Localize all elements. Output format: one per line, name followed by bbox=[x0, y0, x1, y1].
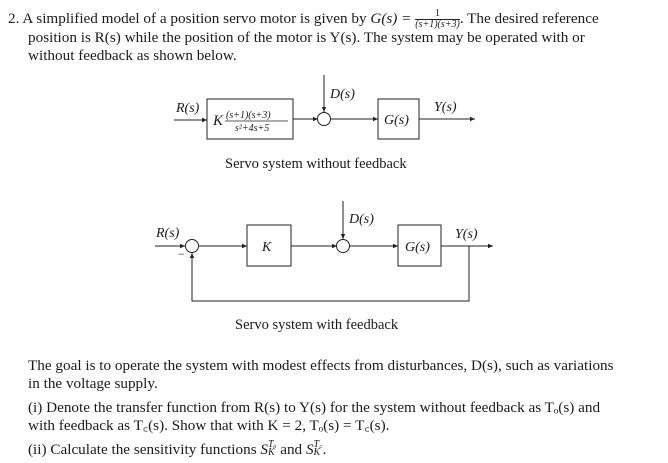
problem-intro-line1: 2. A simplified model of a position serv… bbox=[8, 9, 599, 30]
part-ii-line: (ii) Calculate the sensitivity functions… bbox=[28, 438, 327, 459]
cl-input-label: R(s) bbox=[155, 226, 180, 241]
sensitivity-open-sup: Tₒ bbox=[268, 438, 277, 450]
ol-plant-label: G(s) bbox=[384, 113, 409, 128]
problem-intro-line3: without feedback as shown below. bbox=[28, 47, 237, 64]
g-label: G(s) = bbox=[370, 10, 416, 27]
problem-number: 2. bbox=[8, 10, 20, 27]
sensitivity-open-symbol: S bbox=[260, 441, 268, 458]
sensitivity-closed-symbol: S bbox=[305, 441, 314, 458]
cl-minus-sign: − bbox=[178, 247, 185, 261]
goal-line2: in the voltage supply. bbox=[28, 375, 158, 392]
problem-intro-line2: position is R(s) while the position of t… bbox=[28, 29, 585, 46]
part-ii-text: (ii) Calculate the sensitivity functions bbox=[28, 441, 261, 458]
cl-controller-block bbox=[246, 224, 292, 267]
intro-text-a: A simplified model of a position servo m… bbox=[22, 10, 371, 27]
cl-output-label: Y(s) bbox=[455, 227, 478, 242]
sensitivity-open-sub: K bbox=[268, 446, 275, 458]
cl-summing-junction bbox=[336, 239, 350, 253]
sensitivity-closed-sub: K bbox=[313, 446, 321, 458]
cl-caption: Servo system with feedback bbox=[235, 317, 399, 333]
g-fraction: 1(s+1)(s+3) bbox=[415, 9, 460, 30]
ol-controller-gain: K bbox=[212, 113, 224, 129]
part-i-line2: with feedback as T꜀(s). Show that with K… bbox=[28, 417, 390, 434]
ol-plant-block bbox=[377, 98, 420, 140]
ol-input-label: R(s) bbox=[175, 101, 200, 116]
part-ii-end: . bbox=[322, 441, 327, 458]
intro-text-b: . The desired reference bbox=[459, 10, 599, 27]
cl-controller-label: K bbox=[261, 240, 272, 255]
part-i-line1: (i) Denote the transfer function from R(… bbox=[28, 399, 601, 416]
part-ii-and: and bbox=[276, 441, 306, 458]
g-numerator: 1 bbox=[415, 9, 460, 21]
ol-summing-junction bbox=[317, 112, 331, 126]
ol-caption: Servo system without feedback bbox=[225, 156, 407, 172]
cl-comparator-junction bbox=[185, 239, 199, 253]
sensitivity-closed-indices: T꜀K bbox=[313, 438, 323, 458]
cl-plant-block bbox=[397, 224, 442, 267]
goal-line1: The goal is to operate the system with m… bbox=[28, 357, 614, 374]
cl-feedback-path bbox=[189, 246, 470, 302]
ol-controller-den: s²+4s+5 bbox=[235, 123, 269, 134]
sensitivity-closed-sup: T꜀ bbox=[313, 438, 323, 450]
ol-disturbance-label: D(s) bbox=[329, 87, 355, 102]
ol-output-label: Y(s) bbox=[434, 100, 457, 115]
ol-controller-block bbox=[206, 98, 294, 140]
g-denominator: (s+1)(s+3) bbox=[415, 19, 460, 31]
cl-plant-label: G(s) bbox=[405, 240, 430, 255]
ol-controller-num: (s+1)(s+3) bbox=[226, 110, 271, 121]
cl-disturbance-label: D(s) bbox=[348, 212, 374, 227]
